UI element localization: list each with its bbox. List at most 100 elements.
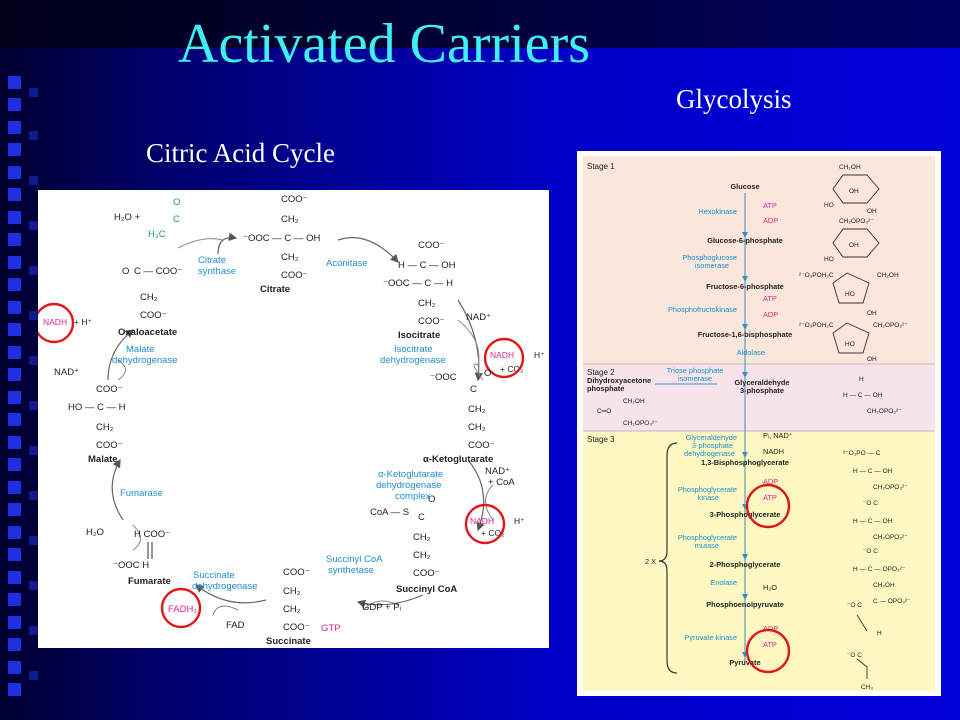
scoa-coo: COO⁻ (413, 568, 440, 579)
acetyl-o: O (173, 197, 180, 208)
struct-ch2oh-1: CH₂OH (839, 164, 861, 171)
bpg-top: ²⁻O₃PO — C (843, 450, 881, 457)
pep-bond (856, 614, 868, 632)
akg-c: C (470, 384, 477, 395)
nadh-isocit-highlight (483, 337, 525, 379)
pyruvate-kinase: Pyruvate kinase (684, 633, 737, 642)
bpg-row: H — C — OH (853, 468, 893, 475)
citrate-coo-top: COO⁻ (281, 194, 308, 205)
co2-isocit: + CO₂ (500, 364, 523, 374)
cycle-arrows (107, 232, 485, 608)
oxaloacetate-name: Oxaloacetate (118, 327, 177, 338)
struct-ho-1: HO (824, 202, 834, 209)
gap-hcoh: H — C — OH (843, 392, 883, 399)
aconitase-label: Aconitase (326, 258, 368, 269)
nadh-glycolysis: NADH (763, 447, 784, 456)
fumarase-label: Fumarase (120, 488, 163, 499)
citrate-mid: ⁻OOC — C — OH (243, 233, 320, 244)
two-x-brace (658, 442, 678, 674)
top-dark-band (0, 0, 960, 48)
isocit-coo-top: COO⁻ (418, 240, 445, 251)
struct-ho-2: HO (824, 256, 834, 263)
nadh-malate-highlight (38, 302, 75, 344)
gap-2: 3-phosphate (740, 386, 784, 395)
isocit-row2: ⁻OOC — C — H (383, 278, 453, 289)
stage-3-background (583, 431, 935, 691)
succinyl-coa-name: Succinyl CoA (396, 584, 457, 595)
malate-dh-2: dehydrogenase (112, 355, 178, 366)
gdp-pi: GDP + Pᵢ (362, 602, 402, 613)
fadh2-label: FADH₂ (168, 604, 197, 615)
succinyl-coa-syn-1: Succinyl CoA (326, 554, 383, 565)
struct-2o3poh2c-2: ²⁻O₃POH₂C (799, 322, 834, 329)
mal-ch2: CH₂ (96, 422, 114, 433)
h2o-input: H₂O + (114, 212, 141, 223)
akg-dh-1: α-Ketoglutarate (378, 469, 443, 480)
nadh-akg: NADH (470, 516, 494, 526)
adp-1: ADP (763, 216, 778, 225)
pyr-ch3: CH₃ (861, 684, 873, 691)
dhap-2: phosphate (587, 384, 624, 393)
gapdh-2: 3-phosphate (692, 441, 733, 450)
suc-coo-top: COO⁻ (283, 567, 310, 578)
pgk-2: kinase (698, 493, 719, 502)
atp-2: ATP (763, 294, 777, 303)
gap-h: H (859, 376, 864, 383)
struct-oh-4: OH (867, 310, 877, 317)
struct-ch2oh-2: CH₂OH (877, 272, 899, 279)
fructose-1-6-bisphosphate: Fructose-1,6-bisphosphate (698, 330, 792, 339)
suc-ch2-2: CH₂ (283, 604, 301, 615)
atp-3-highlight (745, 483, 791, 529)
gap-p: CH₂OPO₃²⁻ (867, 408, 902, 415)
dhap-co: C═O (597, 408, 611, 415)
isocit-row1: H — C — OH (398, 260, 456, 271)
pg3-coo: ⁻O C (863, 500, 878, 507)
stage-1-label: Stage 1 (587, 162, 615, 171)
enolase: Enolase (710, 578, 737, 587)
citrate-synthase-1: Citrate (198, 255, 226, 266)
dhap-ch2oh: CH₂OH (623, 398, 645, 405)
f6p-ring (832, 272, 870, 304)
pyr-coo: ⁻O C (847, 652, 862, 659)
oaa-ch2: CH₂ (140, 292, 158, 303)
pgi-2: isomerase (695, 261, 729, 270)
pg2-ch2oh: CH₂OH (873, 582, 895, 589)
struct-oh-3: OH (849, 242, 859, 249)
tpi-2: isomerase (678, 374, 712, 383)
gap-1: Glyceraldehyde (734, 378, 789, 387)
acetyl-h3c: H₃C (148, 229, 166, 240)
adp-4: ADP (763, 624, 778, 633)
struct-oh-1: OH (849, 188, 859, 195)
akg-dh-2: dehydrogenase (376, 480, 442, 491)
scoa-cos: CoA — S (370, 507, 409, 518)
scoa-ch2-1: CH₂ (413, 532, 431, 543)
citrate-ch2-1: CH₂ (281, 214, 299, 225)
pi-nad: Pᵢ, NAD⁺ (763, 431, 793, 440)
struct-ch2opo3-1: CH₂OPO₃²⁻ (839, 218, 874, 225)
mal-coo-top: COO⁻ (96, 384, 123, 395)
pg2-row: H — C — OPO₃²⁻ (853, 566, 906, 573)
hexokinase: Hexokinase (698, 207, 737, 216)
oaa-row2: C — COO⁻ (134, 266, 182, 277)
ketoglutarate-name: α-Ketoglutarate (423, 454, 493, 465)
cofactor-arrows (117, 238, 494, 616)
glucose-ring (832, 174, 880, 204)
dhap-1: Dihydroxyacetone (587, 376, 651, 385)
aldolase: Aldolase (737, 348, 765, 357)
nad-plus-isocit: NAD⁺ (466, 312, 491, 323)
struct-ho-3: HO (845, 291, 855, 298)
fructose-6-phosphate: Fructose-6-phosphate (706, 282, 784, 291)
g6p-ring (832, 228, 880, 258)
pep-row: C — OPO₃²⁻ (873, 598, 911, 605)
stage-1-background (583, 156, 935, 364)
oaa-row1: O (122, 266, 129, 277)
phosphoglycerate-3: 3-Phosphoglycerate (710, 510, 781, 519)
glycolysis-label: Glycolysis (676, 84, 792, 114)
stage-2-label: Stage 2 (587, 368, 615, 377)
citrate-ch2-2: CH₂ (281, 252, 299, 263)
struct-ho-4: HO (845, 341, 855, 348)
succinate-name: Succinate (266, 636, 311, 647)
stage-3-label: Stage 3 (587, 435, 615, 444)
succinate-dh-1: Succinate (193, 570, 235, 581)
citrate-coo-bot: COO⁻ (281, 270, 308, 281)
